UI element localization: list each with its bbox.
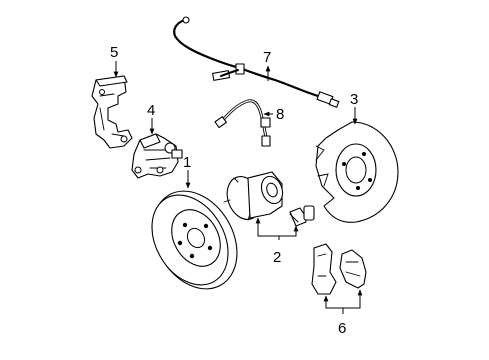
callout-8: 8 <box>276 106 284 123</box>
callout-6: 6 <box>338 320 346 337</box>
splash-shield <box>315 121 399 223</box>
callout-5: 5 <box>110 44 118 61</box>
brake-rotor <box>151 190 238 290</box>
leader-lines <box>113 61 363 314</box>
hub-bearing-and-bolt <box>223 171 315 227</box>
brake-hose <box>214 99 271 147</box>
callout-1: 1 <box>183 154 191 171</box>
brake-caliper <box>131 133 183 179</box>
callout-7: 7 <box>263 49 271 66</box>
callout-3: 3 <box>350 91 358 108</box>
callout-2: 2 <box>273 249 281 266</box>
callout-4: 4 <box>147 102 155 119</box>
brake-pads <box>311 243 367 295</box>
abs-sensor-harness <box>173 16 340 108</box>
caliper-support-bracket <box>91 75 133 149</box>
